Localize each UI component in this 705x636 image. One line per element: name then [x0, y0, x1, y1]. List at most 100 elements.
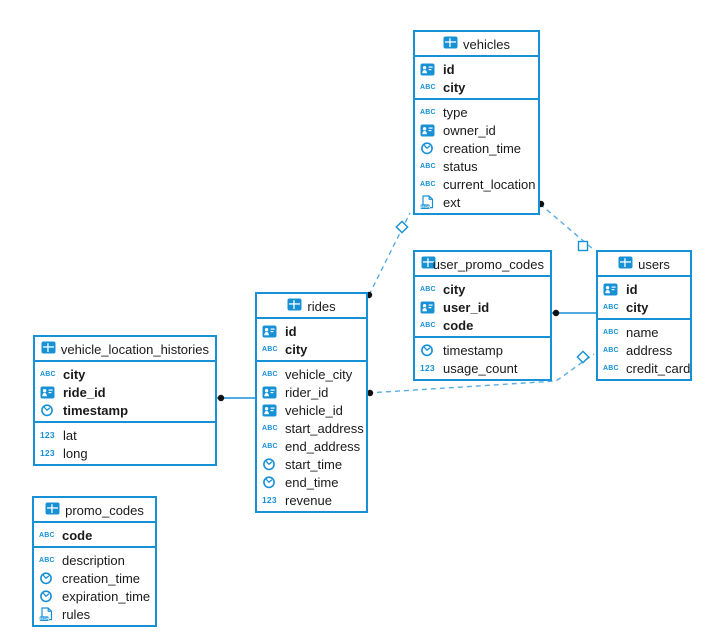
column-name: usage_count	[443, 360, 518, 376]
relationship-line[interactable]	[539, 203, 595, 251]
column-creation_time: creation_time	[415, 139, 538, 157]
square-marker	[577, 240, 589, 252]
id-badge-icon	[40, 386, 55, 398]
relationship-vehicle_location_histories-rides[interactable]	[217, 394, 255, 402]
column-ride_id: ride_id	[35, 383, 215, 401]
column-id: id	[598, 280, 690, 298]
column-name: owner_id	[443, 122, 496, 138]
column-name: creation_time	[443, 140, 522, 156]
timestamp-clock-icon	[41, 404, 53, 417]
column-name: type	[443, 104, 468, 120]
column-name: lat	[63, 427, 77, 443]
table-icon	[618, 256, 633, 269]
column-name: city	[626, 299, 649, 315]
text-abc-icon: ABC	[603, 303, 619, 311]
column-name: description	[62, 552, 125, 568]
column-name: vehicle_id	[285, 402, 343, 418]
column-name: city	[63, 366, 86, 382]
timestamp-clock-icon	[40, 572, 52, 585]
table-header[interactable]: vehicle_location_histories	[35, 337, 215, 362]
column-name: code	[443, 317, 474, 333]
relationship-vehicles-users[interactable]	[537, 200, 595, 252]
table-icon	[41, 341, 56, 354]
timestamp-clock-icon	[263, 458, 275, 471]
column-user_id: user_id	[415, 298, 550, 316]
json-icon: JSON	[39, 606, 53, 621]
column-name: rules	[62, 606, 91, 622]
column-name: ext	[443, 194, 461, 210]
text-abc-icon: ABC	[262, 424, 278, 432]
column-city: ABC city	[598, 298, 690, 316]
column-rider_id: rider_id	[257, 383, 366, 401]
column-id: id	[415, 60, 538, 78]
table-header[interactable]: user_promo_codes	[415, 252, 550, 277]
svg-text:JSON: JSON	[39, 617, 49, 621]
column-name: id	[285, 323, 297, 339]
diamond-marker	[576, 350, 590, 364]
table-icon	[443, 36, 458, 49]
id-badge-icon	[262, 404, 277, 416]
relationship-rides-vehicles[interactable]	[365, 212, 411, 299]
diamond-marker	[395, 220, 409, 234]
dot-marker	[366, 389, 374, 397]
column-ext: JSON ext	[415, 193, 538, 211]
table-header[interactable]: vehicles	[415, 32, 538, 57]
column-owner_id: owner_id	[415, 121, 538, 139]
text-abc-icon: ABC	[603, 328, 619, 336]
timestamp-clock-icon	[421, 344, 433, 357]
column-name: rider_id	[285, 384, 329, 400]
timestamp-clock-icon	[263, 476, 275, 489]
table-header[interactable]: users	[598, 252, 690, 277]
timestamp-clock-icon	[421, 142, 433, 155]
column-name: timestamp	[443, 342, 503, 358]
column-name: status	[443, 158, 478, 174]
column-name: expiration_time	[62, 588, 151, 604]
column-name: city	[443, 79, 466, 95]
dot-marker	[217, 394, 225, 402]
column-name: city	[443, 281, 466, 297]
column-name: end_time	[285, 474, 339, 490]
text-abc-icon: ABC	[39, 556, 55, 564]
json-icon: JSON	[420, 194, 434, 209]
column-name: ride_id	[63, 384, 106, 400]
column-end_time: end_time	[257, 473, 366, 491]
table-icon	[45, 502, 60, 515]
column-city: ABC city	[35, 365, 215, 383]
text-abc-icon: ABC	[40, 370, 56, 378]
text-abc-icon: ABC	[420, 180, 436, 188]
table-header[interactable]: promo_codes	[34, 498, 155, 523]
relationship-line[interactable]	[367, 353, 595, 394]
column-name: user_id	[443, 299, 490, 315]
relationship-rides-users[interactable]	[366, 350, 595, 397]
text-abc-icon: ABC	[420, 285, 436, 293]
text-abc-icon: ABC	[262, 442, 278, 450]
table-header[interactable]: rides	[257, 294, 366, 319]
relationship-user_promo_codes-users[interactable]	[552, 309, 596, 317]
